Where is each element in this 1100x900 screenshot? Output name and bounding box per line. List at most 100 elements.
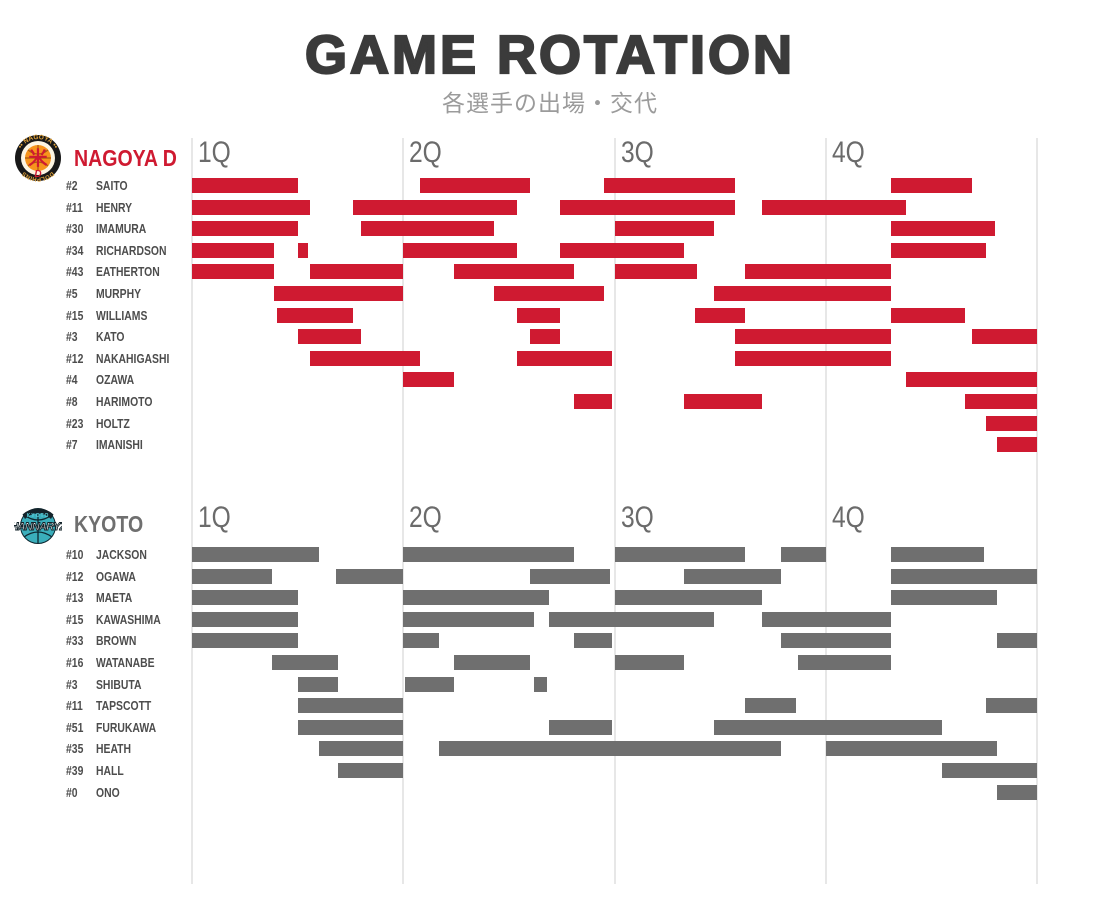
- rotation-bar: [318, 741, 404, 757]
- player-name: WATANABE: [96, 655, 155, 670]
- rotation-bar: [614, 655, 685, 670]
- rotation-bar: [996, 437, 1037, 453]
- player-number: #5: [66, 286, 78, 301]
- quarter-label: 4Q: [831, 136, 865, 169]
- rotation-bar: [891, 242, 987, 258]
- rotation-bar: [494, 286, 604, 301]
- rotation-bar: [517, 350, 613, 366]
- quarter-gridline: [824, 138, 827, 884]
- rotation-bar: [530, 329, 560, 345]
- player-name: WILLIAMS: [96, 307, 148, 323]
- rotation-bar: [453, 264, 575, 280]
- quarter-gridline: [402, 138, 405, 884]
- rotation-bar: [762, 611, 892, 627]
- kyoto-hannaryz-logo-icon: KYOTO HANNARYZ: [14, 508, 62, 544]
- player-name: IMAMURA: [96, 221, 147, 237]
- player-number: #12: [66, 350, 84, 366]
- quarter-label: 3Q: [620, 136, 654, 169]
- player-number: #10: [66, 547, 84, 562]
- player-name: HARIMOTO: [96, 394, 153, 409]
- rotation-bar: [403, 633, 440, 649]
- player-number: #34: [66, 242, 84, 258]
- rotation-bar: [517, 307, 560, 323]
- player-number: #2: [66, 178, 78, 193]
- rotation-bar: [192, 221, 298, 237]
- svg-text:HANNARYZ: HANNARYZ: [14, 521, 62, 533]
- rotation-bar: [439, 741, 782, 757]
- rotation-bar: [192, 611, 298, 627]
- player-name: KAWASHIMA: [96, 611, 161, 627]
- player-number: #33: [66, 633, 84, 649]
- rotation-bar: [530, 568, 611, 584]
- rotation-bar: [192, 178, 298, 193]
- player-name: MAETA: [96, 590, 133, 606]
- svg-text:D: D: [34, 169, 41, 180]
- rotation-bar: [906, 372, 1037, 388]
- player-name: JACKSON: [96, 547, 147, 562]
- nagoya-dolphins-logo-icon: •• NAGOYA •• DOLPHINS 米 D: [15, 134, 61, 182]
- rotation-bar: [891, 307, 966, 323]
- rotation-bar: [549, 611, 714, 627]
- quarter-gridline: [1036, 138, 1038, 884]
- player-number: #43: [66, 264, 84, 280]
- quarter-label: 2Q: [409, 136, 443, 169]
- player-name: OZAWA: [96, 372, 135, 388]
- rotation-bar: [891, 590, 997, 606]
- rotation-bar: [745, 698, 797, 714]
- quarter-gridline: [613, 138, 616, 884]
- rotation-bar: [941, 763, 1037, 778]
- svg-text:DOLPHINS: DOLPHINS: [21, 170, 54, 181]
- quarter-label: 3Q: [620, 501, 654, 534]
- rotation-bar: [361, 221, 495, 237]
- rotation-bar: [549, 719, 613, 735]
- rotation-bar: [798, 655, 892, 670]
- rotation-bar: [965, 394, 1037, 409]
- rotation-bar: [891, 568, 1037, 584]
- player-number: #30: [66, 221, 84, 237]
- rotation-bar: [614, 221, 714, 237]
- page-title: GAME ROTATION: [304, 24, 795, 86]
- rotation-bar: [192, 264, 275, 280]
- player-number: #12: [66, 568, 84, 584]
- team-name-nagoya: NAGOYA D: [74, 145, 177, 171]
- rotation-bar: [297, 719, 404, 735]
- rotation-bar: [192, 633, 298, 649]
- rotation-bar: [614, 264, 697, 280]
- rotation-bar: [614, 547, 746, 562]
- rotation-bar: [403, 547, 575, 562]
- rotation-bar: [534, 676, 547, 692]
- rotation-bar: [603, 178, 735, 193]
- rotation-bar: [971, 329, 1037, 345]
- rotation-bar: [192, 568, 273, 584]
- player-name: HALL: [96, 763, 124, 778]
- rotation-bar: [352, 199, 518, 215]
- player-name: IMANISHI: [96, 437, 143, 453]
- player-name: SHIBUTA: [96, 676, 142, 692]
- player-name: KATO: [96, 329, 125, 345]
- player-name: TAPSCOTT: [96, 698, 152, 714]
- player-number: #23: [66, 415, 84, 431]
- quarter-label: 1Q: [198, 136, 231, 169]
- player-number: #11: [66, 199, 83, 215]
- rotation-bar: [192, 547, 319, 562]
- rotation-bar: [891, 221, 995, 237]
- rotation-bar: [297, 329, 361, 345]
- rotation-bar: [274, 286, 404, 301]
- rotation-bar: [420, 178, 530, 193]
- rotation-bar: [781, 633, 892, 649]
- player-name: HOLTZ: [96, 415, 130, 431]
- player-number: #51: [66, 719, 84, 735]
- rotation-bar: [272, 655, 338, 670]
- rotation-bar: [403, 590, 549, 606]
- rotation-bar: [825, 741, 997, 757]
- rotation-bar: [614, 590, 763, 606]
- rotation-bar: [694, 307, 746, 323]
- rotation-bar: [297, 698, 404, 714]
- player-number: #0: [66, 784, 78, 800]
- quarter-label: 2Q: [409, 501, 443, 534]
- player-name: MURPHY: [96, 286, 142, 301]
- player-number: #35: [66, 741, 84, 757]
- rotation-bar: [762, 199, 907, 215]
- player-name: NAKAHIGASHI: [96, 350, 170, 366]
- rotation-bar: [192, 242, 275, 258]
